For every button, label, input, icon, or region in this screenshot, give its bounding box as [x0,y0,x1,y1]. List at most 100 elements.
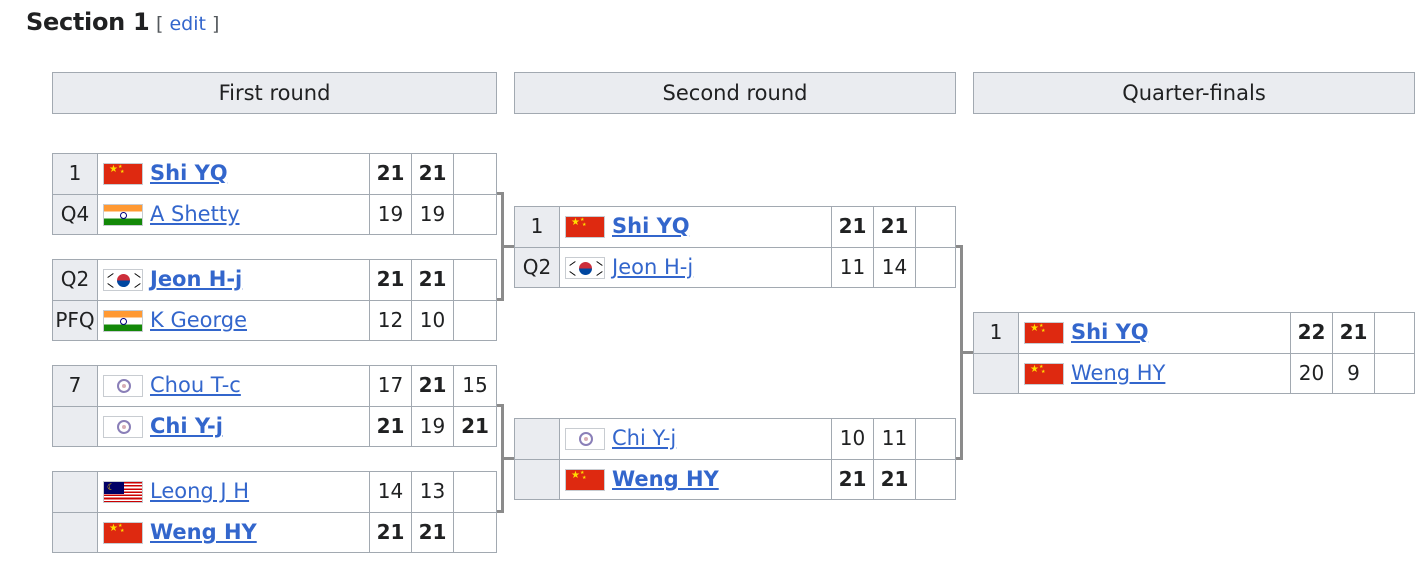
player-name-link[interactable]: A Shetty [150,202,240,226]
team-cell: K George [98,301,370,340]
score-cell [916,460,958,499]
section-title: Section 1 [26,8,150,36]
team-cell: ★★★ Weng HY [1019,354,1291,393]
player-name-link[interactable]: Weng HY [612,467,719,491]
seed-cell: 7 [53,366,98,406]
score-cell: 10 [412,301,454,340]
chinese-taipei-flag-icon [103,416,143,438]
score-cell [916,207,958,247]
score-cell: 14 [370,472,412,512]
player-name-link[interactable]: Shi YQ [612,214,690,238]
team-cell: ★★★ Shi YQ [98,154,370,194]
seed-cell: Q4 [53,195,98,234]
score-cell: 21 [412,154,454,194]
bracket-connector [497,404,504,407]
player-name-link[interactable]: Chi Y-j [612,426,677,450]
team-cell: Jeon H-j [560,248,832,287]
korea-flag-icon [103,269,143,291]
china-flag-icon: ★★★ [1024,322,1064,344]
player-name-link[interactable]: K George [150,308,248,332]
player-name-link[interactable]: Chi Y-j [150,414,223,438]
team-cell: Chou T-c [98,366,370,406]
seed-cell: 1 [974,313,1019,353]
bracket-connector [956,245,963,248]
score-cell [916,419,958,459]
player-name-link[interactable]: Weng HY [150,520,257,544]
score-cell: 21 [412,260,454,300]
player-name-link[interactable]: Leong J H [150,479,250,503]
bracket-connector [501,457,514,460]
china-flag-icon: ★★★ [103,522,143,544]
team-cell: Chi Y-j [560,419,832,459]
seed-cell: Q2 [515,248,560,287]
score-cell: 21 [832,207,874,247]
seed-cell: 1 [515,207,560,247]
seed-cell: 1 [53,154,98,194]
score-cell: 20 [1291,354,1333,393]
china-flag-icon: ★★★ [1024,363,1064,385]
score-cell: 21 [370,513,412,552]
edit-bracket-close: ] [205,13,220,35]
score-cell [454,260,496,300]
round-header-first-round: First round [52,72,497,114]
score-cell: 21 [370,407,412,446]
round-header-second-round: Second round [514,72,956,114]
seed-cell: Q2 [53,260,98,300]
score-cell: 10 [832,419,874,459]
edit-link[interactable]: edit [169,13,206,35]
seed-cell [53,513,98,552]
player-name-link[interactable]: Jeon H-j [612,255,694,279]
score-cell: 21 [412,513,454,552]
bracket-connector [497,510,504,513]
score-cell [1375,354,1417,393]
player-name-link[interactable]: Shi YQ [1071,320,1149,344]
edit-bracket-open: [ [156,13,170,35]
score-cell [916,248,958,287]
score-cell: 21 [461,414,489,438]
team-cell: Jeon H-j [98,260,370,300]
seed-cell [515,419,560,459]
bracket-connector [497,298,504,301]
team-cell: ★★★ Weng HY [98,513,370,552]
score-cell: 19 [412,407,454,446]
team-cell: ★★★ Shi YQ [1019,313,1291,353]
score-cell: 11 [832,248,874,287]
team-cell: ☾Leong J H [98,472,370,512]
score-cell: 21 [370,260,412,300]
score-cell: 22 [1291,313,1333,353]
score-cell: 11 [874,419,916,459]
bracket-connector [956,457,963,460]
player-name-link[interactable]: Weng HY [1071,361,1166,385]
score-cell: 12 [370,301,412,340]
score-cell: 17 [370,366,412,406]
seed-cell: PFQ [53,301,98,340]
player-name-link[interactable]: Jeon H-j [150,267,243,291]
score-cell: 14 [874,248,916,287]
score-cell: 19 [370,195,412,234]
korea-flag-icon [565,257,605,279]
china-flag-icon: ★★★ [103,163,143,185]
india-flag-icon [103,204,143,226]
player-name-link[interactable]: Chou T-c [150,373,241,397]
china-flag-icon: ★★★ [565,469,605,491]
edit-link-wrapper: [ edit ] [156,13,219,35]
score-cell: 19 [412,195,454,234]
score-cell [454,154,496,194]
player-name-link[interactable]: Shi YQ [150,161,228,185]
